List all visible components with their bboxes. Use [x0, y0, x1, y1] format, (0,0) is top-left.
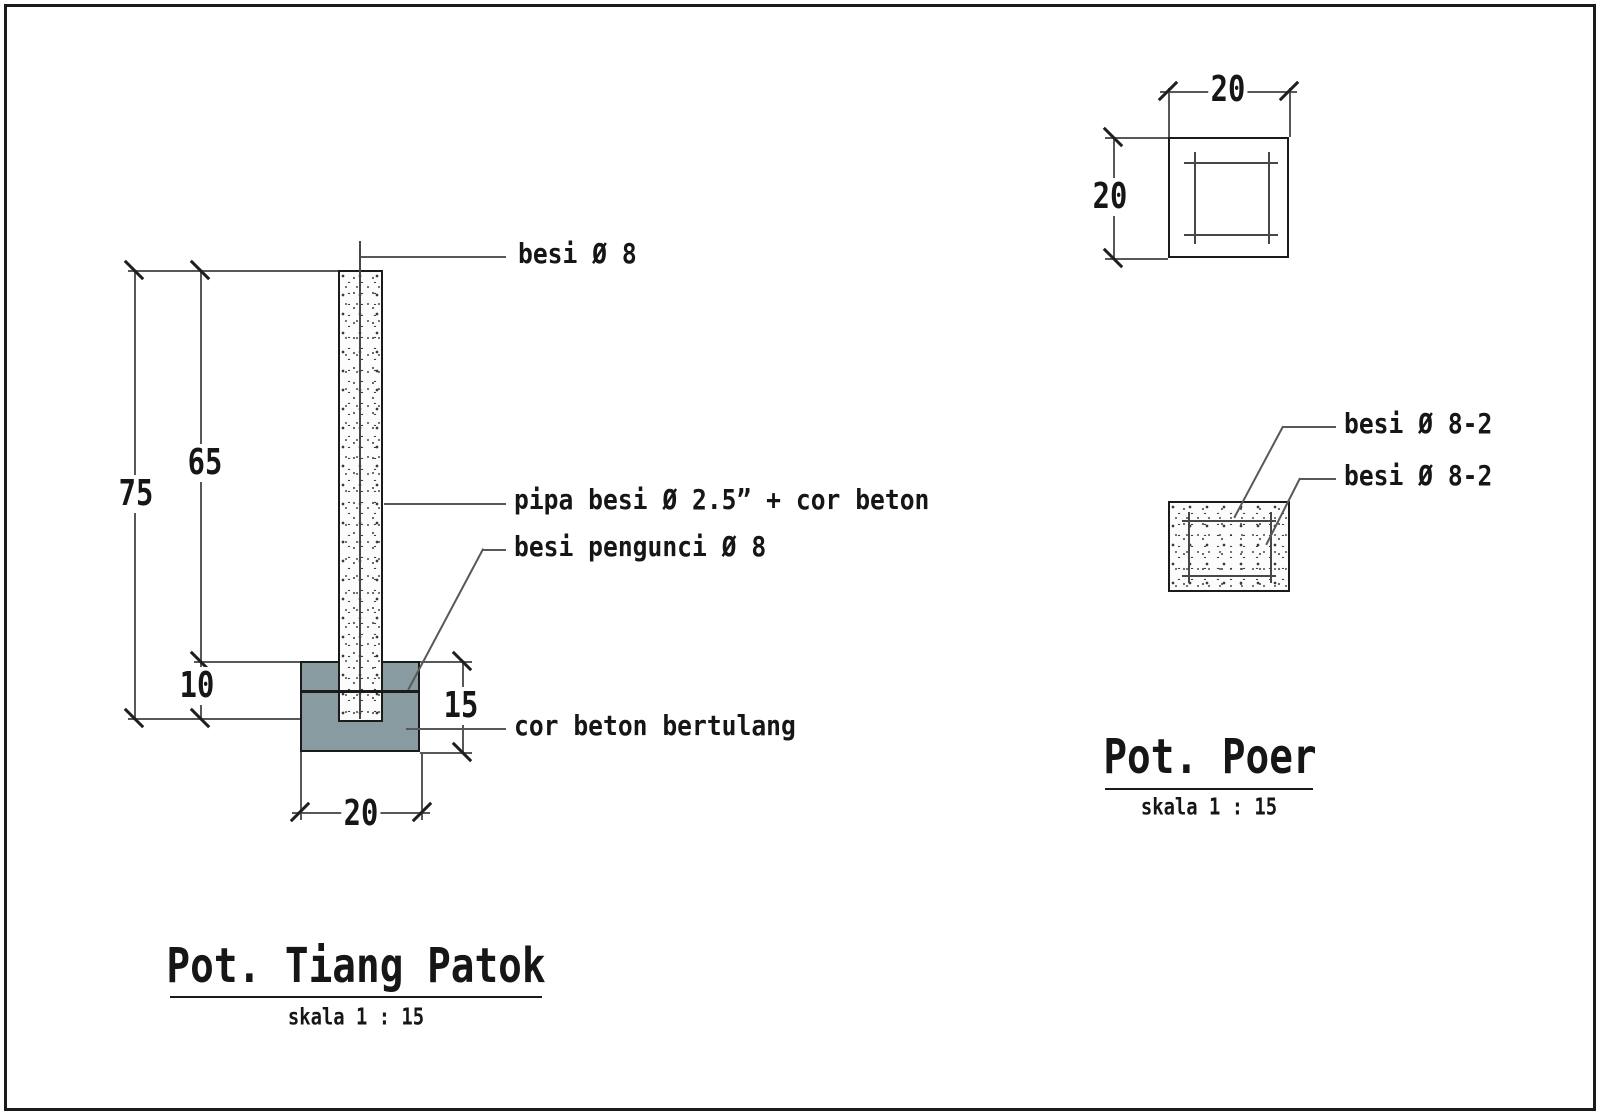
poer-section-rebar-bottom	[1182, 575, 1276, 577]
extension-line-footing-bottom-right	[420, 752, 472, 754]
border-frame	[4, 4, 1596, 1111]
plan-extension-top-right	[1289, 88, 1291, 137]
label-pipe: pipa besi Ø 2.5” + cor beton	[514, 482, 930, 516]
plan-dim-height: 20	[1090, 178, 1130, 216]
poer-plan-rebar-top	[1184, 162, 1278, 164]
dim-footing-height: 15	[441, 687, 481, 725]
leader-lock-rebar	[483, 549, 506, 551]
left-drawing-scale: skala 1 : 15	[287, 1004, 425, 1031]
left-title-underline	[170, 996, 542, 998]
dim-overall-height: 75	[116, 475, 156, 513]
extension-line-footing-top-right	[420, 661, 472, 663]
dim-line-65-10	[200, 270, 202, 718]
label-poer-rebar-top: besi Ø 8-2	[1344, 406, 1493, 440]
extension-line-pole-top	[128, 270, 338, 272]
extension-line-embed-bottom	[128, 718, 300, 720]
extension-line-footing-left	[300, 752, 302, 820]
plan-dim-width: 20	[1208, 71, 1248, 109]
poer-section-rebar-top	[1182, 520, 1276, 522]
leader-pipe	[384, 503, 506, 505]
right-drawing-scale: skala 1 : 15	[1140, 794, 1278, 821]
extension-line-footing-top-left	[194, 661, 300, 663]
label-rebar: besi Ø 8	[518, 236, 637, 270]
label-footing: cor beton bertulang	[514, 708, 796, 742]
rebar-centerline	[359, 241, 361, 719]
extension-line-footing-right	[421, 752, 423, 820]
label-lock-rebar: besi pengunci Ø 8	[514, 529, 767, 563]
dim-embed-depth: 10	[177, 667, 217, 705]
right-drawing-title: Pot. Poer	[1103, 729, 1317, 785]
poer-plan-outline	[1168, 137, 1289, 258]
poer-section-rebar-left	[1188, 512, 1190, 583]
leader-footing	[406, 728, 506, 730]
poer-plan-rebar-right	[1268, 152, 1270, 244]
lock-rebar-line	[300, 690, 420, 693]
left-drawing-title: Pot. Tiang Patok	[166, 938, 546, 994]
poer-section-rebar-right	[1270, 512, 1272, 583]
leader-rebar	[361, 256, 506, 258]
leader-rebar-top	[1283, 426, 1336, 428]
dim-pole-height: 65	[185, 444, 225, 482]
poer-plan-rebar-bottom	[1184, 234, 1278, 236]
right-title-underline	[1105, 788, 1313, 790]
poer-plan-rebar-left	[1194, 152, 1196, 244]
leader-rebar-side	[1300, 478, 1336, 480]
label-poer-rebar-side: besi Ø 8-2	[1344, 458, 1493, 492]
plan-extension-left-bottom	[1105, 258, 1168, 260]
plan-extension-left-top	[1105, 137, 1168, 139]
dim-footing-width: 20	[341, 795, 381, 833]
plan-extension-top-left	[1168, 88, 1170, 137]
